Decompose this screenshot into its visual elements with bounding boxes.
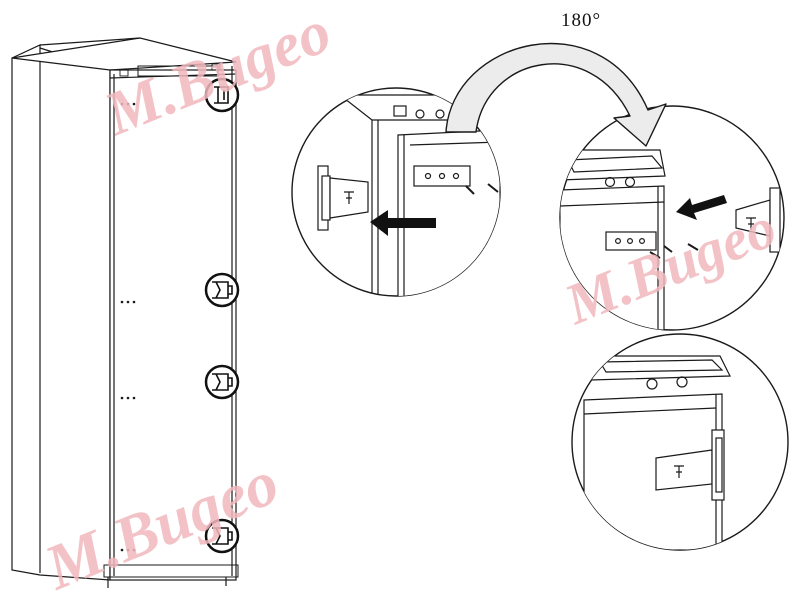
mount-direction-arrow <box>676 195 727 220</box>
hinge-marker-bottom <box>204 518 240 554</box>
detail-circle-remove-hinge <box>291 87 501 297</box>
hinge-marker-upper-middle <box>204 272 240 308</box>
rotation-angle-label: 180° <box>561 10 602 31</box>
detail-circle-mount-hinge <box>559 105 785 331</box>
hinge-marker-lower-middle <box>204 364 240 400</box>
door-hinge-reversal-diagram <box>11 37 789 588</box>
rotation-arrow-180 <box>445 42 667 147</box>
mounting-holes <box>120 102 136 552</box>
hinge-marker-top <box>204 77 240 113</box>
detail-circle-result <box>571 333 789 551</box>
refrigerator-cabinet <box>11 37 239 588</box>
remove-direction-arrow <box>370 210 436 236</box>
